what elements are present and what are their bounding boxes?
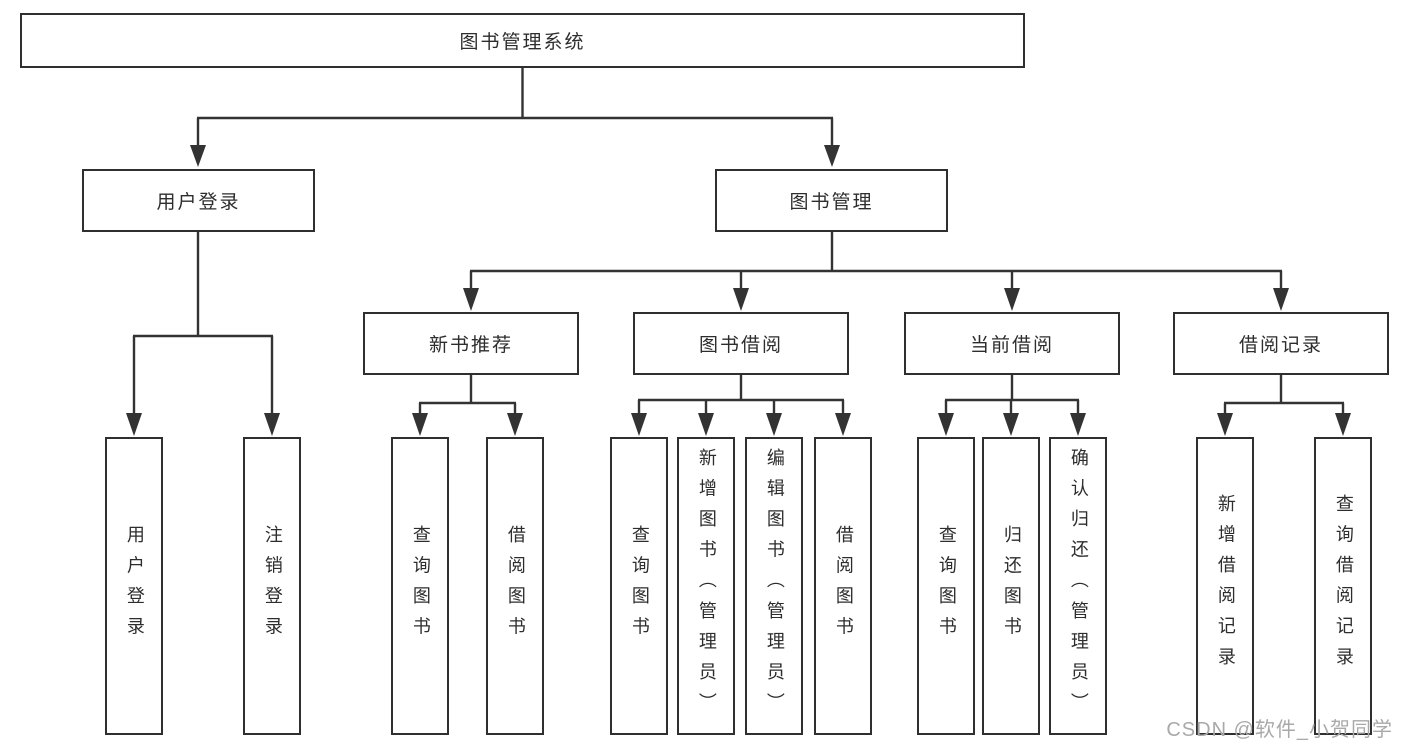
leaf-logout: 注销登录: [243, 437, 301, 735]
leaf-edit-book-admin: 编辑图书（管理员）: [745, 437, 803, 735]
node-book-management-label: 图书管理: [789, 192, 874, 213]
node-current-borrow-label: 当前借阅: [969, 335, 1054, 356]
leaf-add-book-admin: 新增图书（管理员）: [677, 437, 735, 735]
leaf-query-book-3-label: 查询图书: [936, 524, 957, 648]
node-book-borrow-label: 图书借阅: [698, 335, 783, 356]
node-borrow-records-label: 借阅记录: [1238, 335, 1323, 356]
leaf-logout-label: 注销登录: [262, 524, 283, 648]
leaf-add-borrow-record: 新增借阅记录: [1196, 437, 1254, 735]
leaf-add-book-admin-label: 新增图书（管理员）: [696, 448, 717, 724]
connector-current-borrow-to-leaves: [938, 375, 1086, 436]
leaf-borrow-book-2: 借阅图书: [814, 437, 872, 735]
node-borrow-records: 借阅记录: [1173, 312, 1389, 375]
leaf-edit-book-admin-label: 编辑图书（管理员）: [764, 448, 785, 724]
leaf-borrow-book-1: 借阅图书: [486, 437, 544, 735]
node-book-management: 图书管理: [715, 169, 948, 232]
leaf-query-borrow-record: 查询借阅记录: [1314, 437, 1372, 735]
node-new-book-recommend-label: 新书推荐: [428, 335, 513, 356]
leaf-query-borrow-record-label: 查询借阅记录: [1333, 494, 1354, 678]
leaf-borrow-book-1-label: 借阅图书: [505, 524, 526, 648]
leaf-query-book-2: 查询图书: [610, 437, 668, 735]
node-book-borrow: 图书借阅: [633, 312, 849, 375]
leaf-confirm-return-admin-label: 确认归还（管理员）: [1068, 448, 1089, 724]
connector-book-borrow-to-leaves: [631, 375, 851, 436]
leaf-return-book: 归还图书: [982, 437, 1040, 735]
connector-root-to-level2: [190, 68, 840, 167]
connector-book-management-to-level3: [463, 232, 1289, 311]
leaf-query-book-2-label: 查询图书: [629, 524, 650, 648]
leaf-confirm-return-admin: 确认归还（管理员）: [1049, 437, 1107, 735]
node-root: 图书管理系统: [20, 13, 1025, 68]
leaf-query-book-1: 查询图书: [391, 437, 449, 735]
connector-new-book-recommend-to-leaves: [412, 375, 523, 436]
leaf-user-login: 用户登录: [105, 437, 163, 735]
connector-user-login-to-leaves: [126, 232, 280, 436]
node-user-login-label: 用户登录: [156, 192, 241, 213]
connector-borrow-records-to-leaves: [1217, 375, 1351, 436]
node-current-borrow: 当前借阅: [904, 312, 1120, 375]
node-user-login: 用户登录: [82, 169, 315, 232]
leaf-borrow-book-2-label: 借阅图书: [833, 524, 854, 648]
csdn-watermark: CSDN @软件_小贺同学: [1166, 719, 1393, 741]
leaf-query-book-3: 查询图书: [917, 437, 975, 735]
leaf-query-book-1-label: 查询图书: [410, 524, 431, 648]
leaf-add-borrow-record-label: 新增借阅记录: [1215, 494, 1236, 678]
leaf-user-login-label: 用户登录: [124, 524, 145, 648]
leaf-return-book-label: 归还图书: [1001, 524, 1022, 648]
node-root-label: 图书管理系统: [459, 32, 586, 53]
node-new-book-recommend: 新书推荐: [363, 312, 579, 375]
